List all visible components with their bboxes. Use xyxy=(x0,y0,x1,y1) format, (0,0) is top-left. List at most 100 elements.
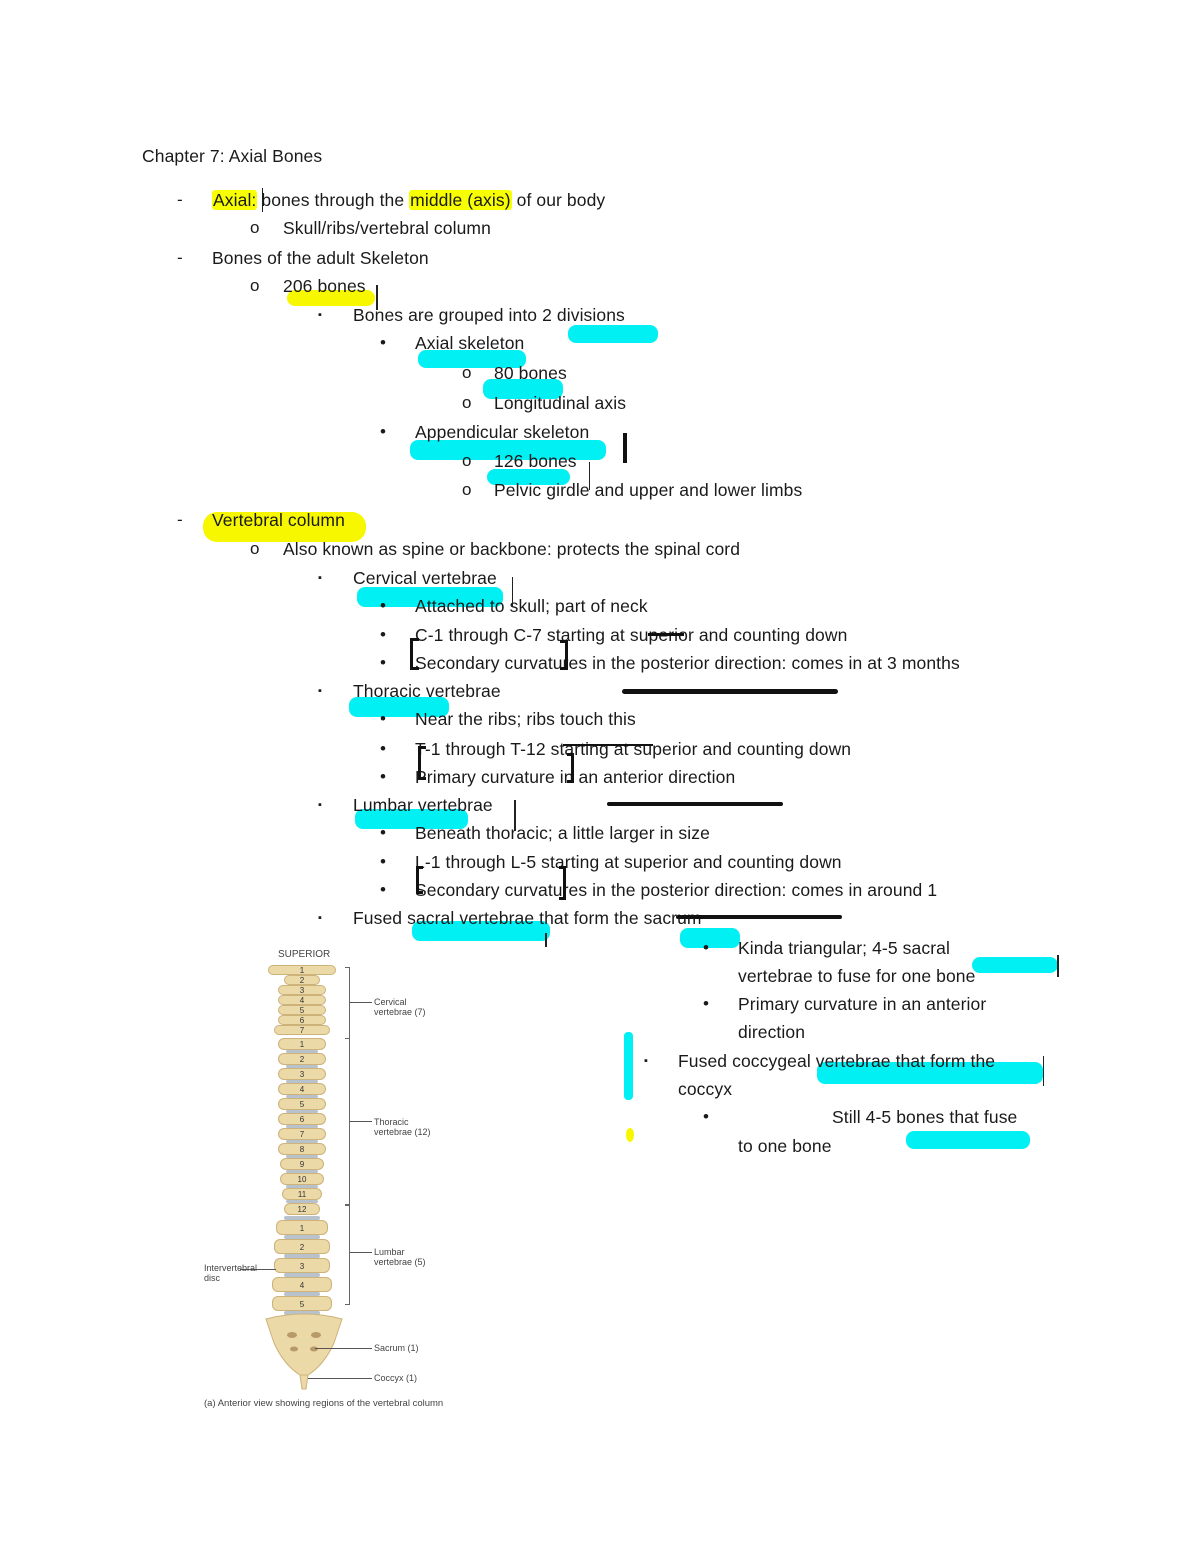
figure-caption: (a) Anterior view showing regions of the… xyxy=(204,1398,444,1409)
list-marker-bullet: • xyxy=(380,823,386,842)
intervertebral-disc xyxy=(286,1140,318,1143)
bone-count: 206 bones xyxy=(283,276,366,296)
vertebra-c1: 1 xyxy=(268,965,336,975)
sacrum-illustration xyxy=(265,1313,343,1390)
thoracic-brace xyxy=(345,1038,350,1205)
vertebra-t7: 7 xyxy=(278,1128,326,1140)
vertebra-t11: 11 xyxy=(282,1188,322,1200)
disc-label-line2: disc xyxy=(204,1273,221,1283)
intervertebral-disc xyxy=(284,1292,320,1296)
coccygeal-label: Fused coccygeal vertebrae that form the xyxy=(678,1051,996,1071)
intervertebral-disc xyxy=(286,1185,318,1188)
list-marker-square: ▪ xyxy=(318,685,322,697)
marker-divisions xyxy=(568,325,658,343)
thoracic-label: Thoracic vertebrae xyxy=(353,681,501,701)
list-marker-bullet: • xyxy=(380,625,386,644)
vertebra-l4: 4 xyxy=(272,1277,332,1292)
vertebral-column-description: Also known as spine or backbone: protect… xyxy=(283,539,741,559)
axial-text: bones through the xyxy=(261,190,410,210)
vertebra-t5: 5 xyxy=(278,1098,326,1110)
cervical-item: Attached to skull; part of neck xyxy=(415,596,648,616)
vertebra-t2: 2 xyxy=(278,1053,326,1065)
coccyx-leader xyxy=(308,1378,372,1379)
pen-stroke xyxy=(607,802,783,806)
list-marker-square: ▪ xyxy=(318,799,322,811)
marker-axial-skeleton xyxy=(418,350,526,368)
text-cursor xyxy=(262,188,263,212)
ink-mark xyxy=(376,285,378,310)
list-marker-circle: o xyxy=(462,480,472,499)
region-count: vertebrae (12) xyxy=(374,1127,431,1137)
lumbar-leader xyxy=(350,1252,372,1253)
intervertebral-disc xyxy=(286,1095,318,1098)
intervertebral-disc xyxy=(284,1311,320,1315)
lumbar-region-label: Lumbar vertebrae (5) xyxy=(374,1247,426,1267)
axial-text-after: of our body xyxy=(511,190,606,210)
coccygeal-item: Still 4-5 bones that fuse xyxy=(832,1107,1018,1127)
thoracic-stack: 1 2 3 4 5 6 7 8 9 10 11 12 xyxy=(272,1038,332,1215)
lumbar-item: Beneath thoracic; a little larger in siz… xyxy=(415,823,710,843)
vertebral-column-heading: Vertebral column xyxy=(212,510,345,530)
thoracic-item: T-1 through T-12 starting at superior an… xyxy=(415,739,852,759)
list-marker-bullet: • xyxy=(380,880,386,899)
axial-highlight: middle (axis) xyxy=(409,190,512,210)
list-marker-bullet: • xyxy=(380,709,386,728)
sacrum-leader xyxy=(315,1348,372,1349)
disc-leader xyxy=(240,1269,276,1270)
list-marker-square: ▪ xyxy=(644,1055,648,1067)
sacral-item: Kinda triangular; 4-5 sacral xyxy=(738,938,950,958)
pen-stroke xyxy=(622,689,838,694)
ink-mark xyxy=(623,433,627,463)
ink-mark xyxy=(589,462,590,490)
list-marker-square: ▪ xyxy=(318,572,322,584)
vertebra-c6: 6 xyxy=(278,1015,326,1025)
axial-skeleton-item: 80 bones xyxy=(494,363,567,383)
list-marker-circle: o xyxy=(462,393,472,412)
axial-term: Axial: xyxy=(212,190,258,210)
coccyx-label: Coccyx (1) xyxy=(374,1373,418,1383)
vertebra-t3: 3 xyxy=(278,1068,326,1080)
appendicular-item: Pelvic girdle and upper and lower limbs xyxy=(494,480,803,500)
ink-mark xyxy=(545,933,547,947)
cervical-leader xyxy=(350,1002,372,1003)
intervertebral-disc xyxy=(284,1254,320,1258)
marker-left-vertical xyxy=(624,1032,633,1100)
intervertebral-disc xyxy=(286,1065,318,1068)
vertebra-t9: 9 xyxy=(280,1158,324,1170)
cervical-item: C-1 through C-7 starting at superior and… xyxy=(415,625,848,645)
list-marker-bullet: • xyxy=(703,938,709,957)
list-marker-bullet: • xyxy=(380,739,386,758)
vertebra-l2: 2 xyxy=(274,1239,330,1254)
list-marker-bullet: • xyxy=(380,852,386,871)
marker-bones-that-fuse xyxy=(906,1131,1030,1149)
figure-superior-label: SUPERIOR xyxy=(278,949,331,960)
thoracic-leader xyxy=(350,1121,372,1122)
coccygeal-label-cont: coccyx xyxy=(678,1079,733,1099)
intervertebral-disc xyxy=(286,1110,318,1113)
axial-sub-item: Skull/ribs/vertebral column xyxy=(283,218,491,238)
intervertebral-disc xyxy=(286,1080,318,1083)
list-marker-circle: o xyxy=(462,451,472,470)
lumbar-item: L-1 through L-5 starting at superior and… xyxy=(415,852,842,872)
vertebra-t8: 8 xyxy=(278,1143,326,1155)
divisions-text: Bones are grouped into 2 divisions xyxy=(353,305,625,325)
bracket-right xyxy=(559,866,566,900)
list-marker-bullet: • xyxy=(380,422,386,441)
strikethrough-mark xyxy=(676,915,842,919)
list-marker-dash: - xyxy=(177,510,183,529)
list-marker-bullet: • xyxy=(703,994,709,1013)
region-name: Lumbar xyxy=(374,1247,405,1257)
axial-skeleton-label: Axial skeleton xyxy=(415,333,525,353)
bracket-left xyxy=(416,866,423,894)
thoracic-item: Primary curvature in an anterior directi… xyxy=(415,767,736,787)
vertebra-l1: 1 xyxy=(276,1220,328,1235)
list-marker-bullet: • xyxy=(703,1107,709,1126)
marker-126-bones xyxy=(487,469,570,485)
vertebral-column-figure: SUPERIOR 1 2 3 4 5 6 7 1 2 3 4 5 6 7 8 9… xyxy=(200,945,470,1415)
list-marker-circle: o xyxy=(250,218,260,237)
page-title: Chapter 7: Axial Bones xyxy=(142,146,323,166)
lumbar-label: Lumbar vertebrae xyxy=(353,795,493,815)
marker-coccygeal xyxy=(817,1062,1043,1084)
marker-lumbar xyxy=(355,809,468,829)
ink-mark xyxy=(1043,1056,1044,1086)
